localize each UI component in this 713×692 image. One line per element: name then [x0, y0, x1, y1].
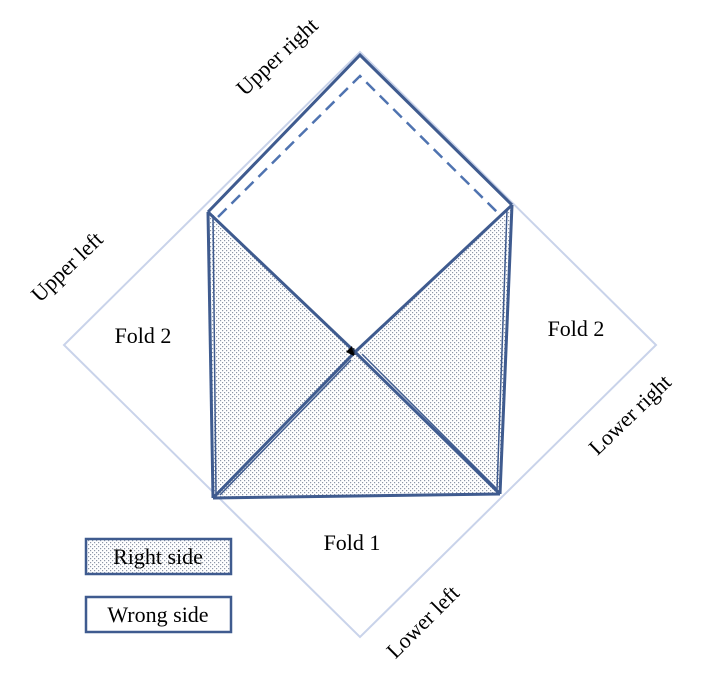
label-upper-right: Upper right [231, 13, 323, 101]
legend: Right side Wrong side [84, 537, 233, 634]
legend-right-side-label: Right side [113, 544, 203, 569]
label-lower-left: Lower left [381, 580, 464, 663]
diagonal-center-to-upper-right [353, 203, 514, 354]
center-marker-label: 1 [351, 346, 357, 358]
label-fold2-right: Fold 2 [548, 316, 605, 341]
diagonal-center-to-lower-left [211, 350, 357, 500]
label-fold1: Fold 1 [324, 530, 381, 555]
legend-wrong-side-label: Wrong side [107, 602, 208, 627]
bottom-fold-edge [212, 492, 501, 500]
diagonal-upper-left-to-center [206, 210, 357, 354]
label-lower-right: Lower right [584, 369, 677, 460]
upper-flap-dashed-edge [217, 74, 501, 218]
legend-wrong-side-swatch [84, 595, 233, 634]
right-folded-triangle [355, 205, 512, 494]
right-fold-edge [498, 204, 514, 495]
center-marker-arrow [346, 346, 354, 356]
left-fold-edge-inner [212, 214, 217, 495]
left-folded-triangle [208, 212, 355, 498]
label-upper-left: Upper left [26, 226, 108, 306]
right-fold-edge-inner [496, 209, 508, 491]
left-fold-edge [206, 211, 215, 499]
unfolded-square-outline [62, 50, 658, 639]
diagonal-center-to-lower-left-inner [219, 359, 352, 496]
upper-flap-outline [206, 52, 514, 214]
bottom-folded-triangle [213, 352, 500, 498]
legend-right-side-swatch [84, 537, 233, 576]
diagonal-center-to-lower-right [353, 350, 502, 496]
diagonal-center-to-lower-right-inner [361, 353, 497, 489]
label-fold2-left: Fold 2 [115, 323, 172, 348]
